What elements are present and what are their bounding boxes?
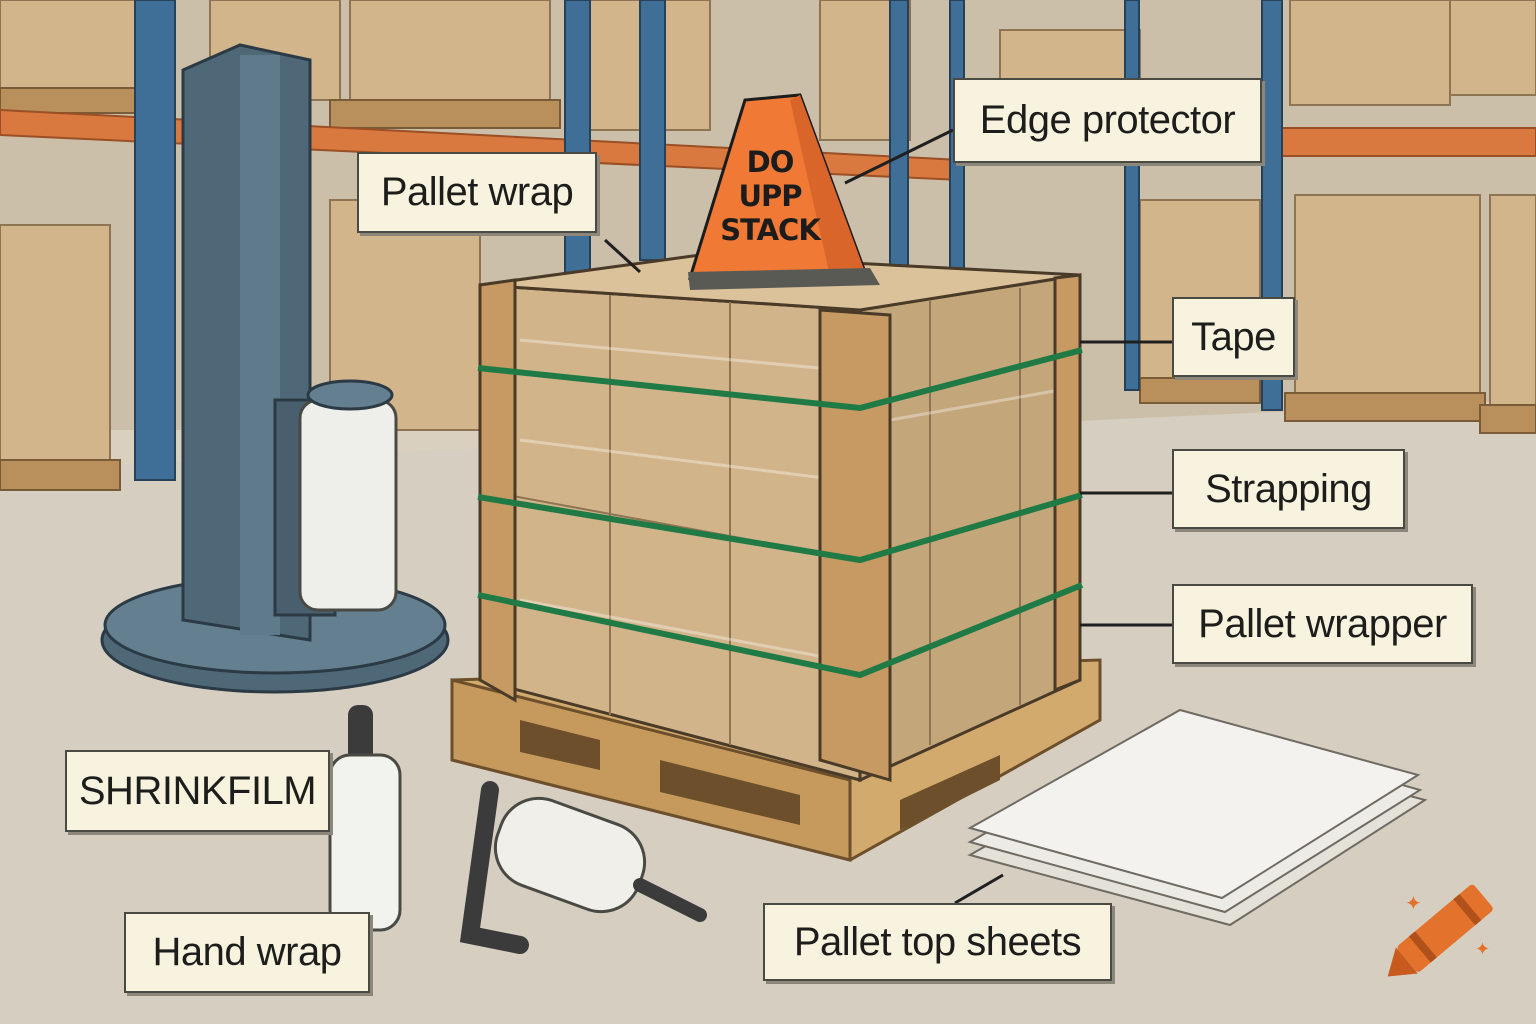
shrinkfilm-roll (328, 705, 402, 932)
cone-text-line: STACK (720, 213, 821, 247)
pallet-top-sheets (967, 708, 1428, 927)
wrapped-load (477, 93, 1084, 783)
cone-warning-text: DO UPP STACK (715, 145, 825, 247)
label-pallet-top-sheets: Pallet top sheets (763, 903, 1112, 981)
cone-text-line: UPP (738, 179, 802, 213)
strapping-bands (477, 347, 1084, 679)
label-pallet-wrapper: Pallet wrapper (1172, 584, 1473, 664)
pallet-wrapper-machine (100, 43, 450, 694)
label-shrinkfilm: SHRINKFILM (65, 750, 330, 832)
label-hand-wrap: Hand wrap (124, 912, 370, 993)
hand-wrap-dispenser (459, 781, 707, 954)
label-tape: Tape (1172, 297, 1295, 377)
shelf-boxes (0, 0, 1536, 461)
svg-text:✦: ✦ (1405, 893, 1422, 915)
label-pallet-wrap: Pallet wrap (357, 152, 597, 233)
svg-text:✦: ✦ (1475, 939, 1490, 959)
leader-lines (603, 128, 1172, 905)
label-edge-protector: Edge protector (953, 78, 1262, 163)
label-strapping: Strapping (1172, 449, 1405, 529)
cone-text-line: DO (746, 145, 795, 179)
crayon-icon (1387, 884, 1493, 977)
